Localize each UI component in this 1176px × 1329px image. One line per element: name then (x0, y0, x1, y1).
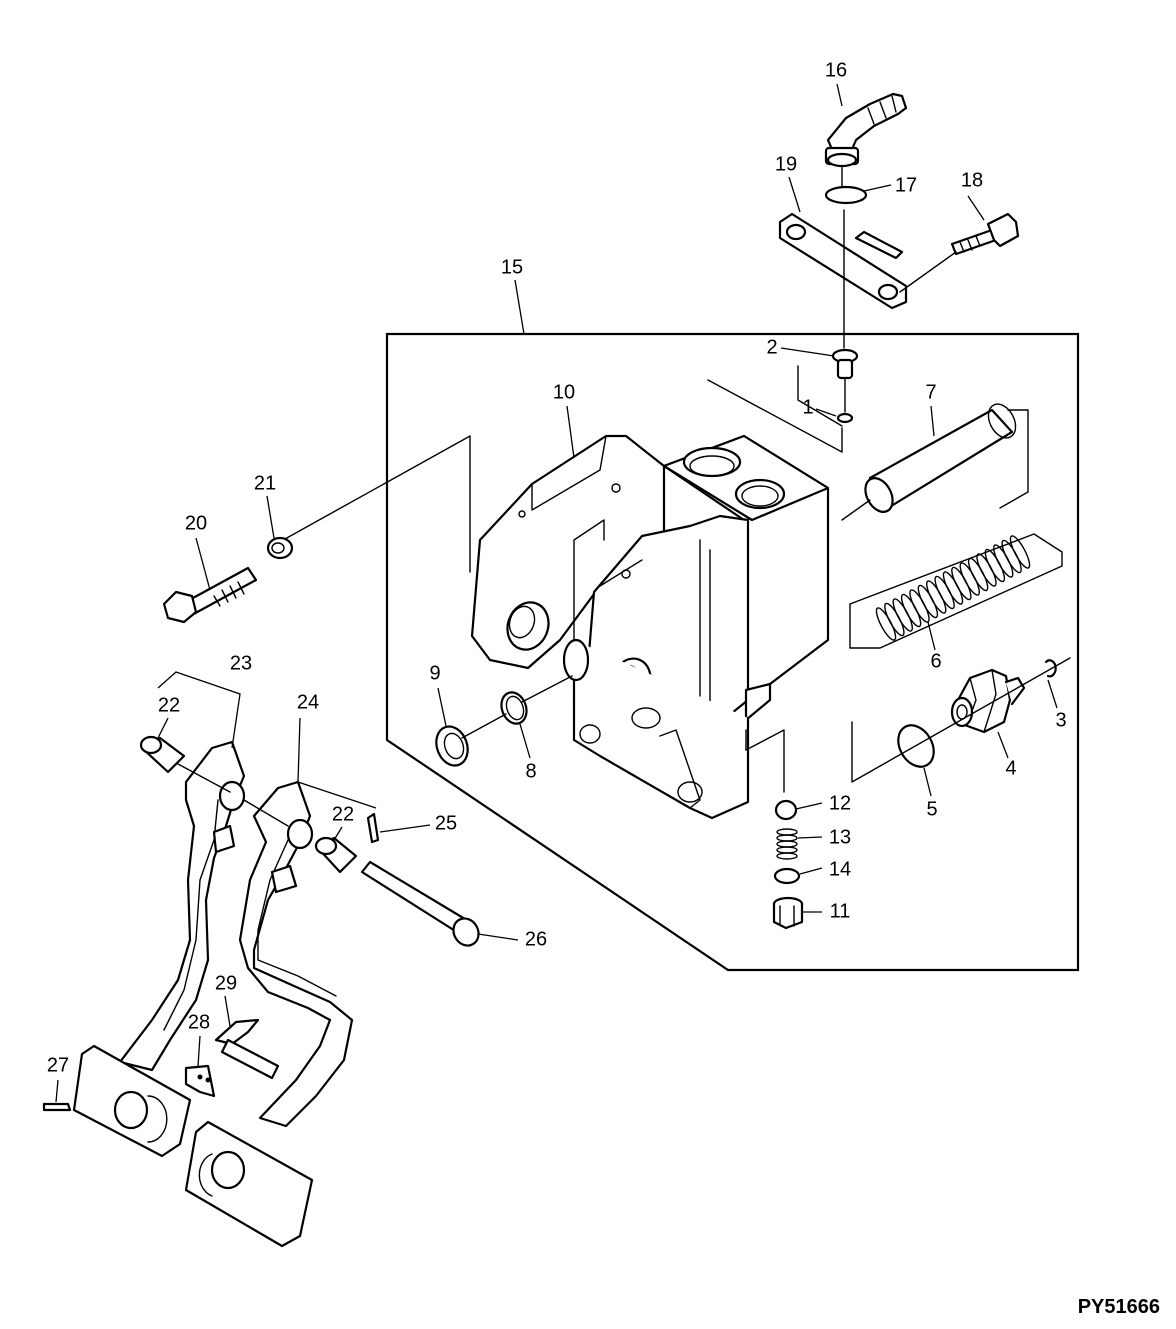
pedal-right (184, 780, 354, 1248)
valve-housing (470, 434, 830, 820)
leader-lines (55, 83, 1058, 1103)
callout-1: 1 (802, 396, 813, 418)
callout-15: 15 (501, 256, 523, 278)
elbow-fitting (824, 92, 908, 168)
clip-28 (184, 1064, 216, 1098)
o-ring-17 (824, 185, 868, 205)
callout-6: 6 (930, 650, 941, 672)
spring-pin-29 (214, 1018, 280, 1080)
callout-8: 8 (525, 760, 536, 782)
pin-7 (864, 403, 1017, 513)
callout-21: 21 (254, 472, 276, 494)
callout-22-left: 22 (158, 694, 180, 716)
o-ring-14 (773, 867, 801, 885)
callout-5: 5 (926, 798, 937, 820)
figure-id: PY51666 (1078, 1296, 1160, 1318)
pedal-left (72, 740, 246, 1158)
bushing-22-right (314, 836, 358, 874)
callout-10: 10 (553, 381, 575, 403)
callout-16: 16 (825, 59, 847, 81)
callout-3: 3 (1055, 709, 1066, 731)
washer-21 (266, 536, 294, 560)
o-ring-8 (500, 691, 528, 725)
bolt-18 (950, 212, 1020, 256)
callout-9: 9 (429, 662, 440, 684)
pivot-pin-26 (360, 860, 480, 947)
callout-17: 17 (895, 174, 917, 196)
callout-27: 27 (47, 1054, 69, 1076)
callout-18: 18 (961, 169, 983, 191)
callout-28: 28 (188, 1011, 210, 1033)
cotter-pin-25 (366, 812, 380, 844)
callout-12: 12 (829, 792, 851, 814)
fitting-4 (950, 668, 1026, 734)
callout-26: 26 (525, 928, 547, 950)
callout-20: 20 (185, 512, 207, 534)
callout-2: 2 (766, 336, 777, 358)
callout-11: 11 (830, 900, 851, 922)
seal-9 (435, 725, 469, 767)
bushing-22-left (139, 735, 186, 774)
callout-25: 25 (435, 812, 457, 834)
assembly-frame (385, 332, 1080, 972)
callout-labels: 16 17 18 19 15 2 1 7 10 21 20 6 3 4 5 8 … (47, 59, 1067, 1076)
spring-6 (849, 533, 1063, 649)
callout-24: 24 (297, 691, 319, 713)
bolt-20 (162, 566, 258, 624)
callout-23: 23 (230, 652, 252, 674)
ball-12 (774, 799, 798, 821)
bushing-2 (831, 348, 859, 380)
spring-13 (776, 828, 798, 860)
bracket (778, 212, 908, 310)
callout-29: 29 (215, 972, 237, 994)
callout-13: 13 (829, 826, 851, 848)
callout-7: 7 (925, 381, 936, 403)
roll-pin-27 (42, 1102, 72, 1112)
ring-1 (836, 412, 854, 424)
callout-14: 14 (829, 858, 851, 880)
callout-22-right: 22 (332, 803, 354, 825)
callout-4: 4 (1005, 757, 1016, 779)
plug-11 (772, 896, 804, 930)
callout-19: 19 (775, 153, 797, 175)
